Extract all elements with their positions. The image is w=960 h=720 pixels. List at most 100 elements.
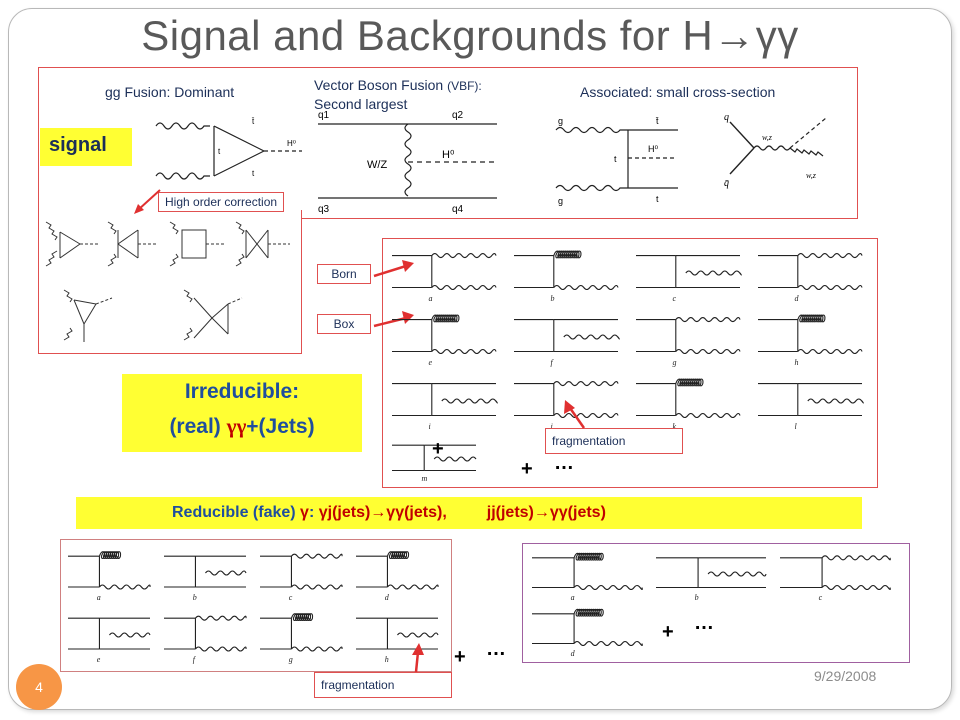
high-order-arrow: [134, 189, 161, 214]
vbf-q4: q4: [452, 204, 464, 214]
irreducible-label-line2: (real) γγ+(Jets): [169, 414, 315, 438]
diagram-letter: c: [819, 593, 823, 602]
reducible-left-diagram-h: h: [356, 617, 439, 664]
vbf-label-line2: Second largest: [314, 96, 408, 112]
irreducible-label-line1: Irreducible:: [184, 380, 300, 403]
reducible-right-diagram-d: d: [532, 608, 643, 658]
high-order-callout: High order correction: [158, 192, 285, 212]
gg-fusion-diagram: t̄ t t H⁰: [155, 117, 302, 180]
vbf-q3: q3: [318, 204, 330, 214]
diagram-letter: h: [795, 358, 799, 367]
fragmentation-callout-reducible: fragmentation: [314, 672, 452, 698]
hoc-diagram-1: [45, 221, 98, 267]
associated-label: Associated: small cross-section: [580, 84, 776, 100]
signal-badge-text: signal: [49, 134, 107, 156]
reducible-label-text: Reducible (fake) γ: γj(jets)→γγ(jets),jj…: [172, 504, 606, 521]
irreducible-diagram-b: b: [514, 250, 619, 303]
reducible-left-diagram-b: b: [164, 555, 247, 602]
diagram-letter: a: [97, 593, 101, 602]
diagram-letter: a: [429, 294, 433, 303]
slide-frame: [8, 8, 952, 710]
reducible-left-diagram-g: g: [260, 613, 343, 664]
irreducible-diagram-i: i: [392, 383, 498, 431]
tth-g-top: g: [558, 116, 563, 126]
reducible-left-ellipsis: …: [486, 638, 506, 660]
reducible-label-bar: Reducible (fake) γ: γj(jets)→γγ(jets),jj…: [76, 497, 862, 529]
diagram-letter: k: [673, 422, 677, 431]
reducible-right-diagrams: a b c d: [532, 552, 891, 658]
diagram-letter: g: [289, 655, 293, 664]
reducible-left-diagram-d: d: [356, 551, 439, 602]
reducible-right-diagram-c: c: [780, 555, 891, 602]
reducible-part2: jj(jets)→γγ(jets): [486, 504, 606, 521]
reducible-gamma: γ: [300, 504, 309, 521]
box-callout: Box: [317, 314, 371, 334]
reducible-right-diagram-b: b: [656, 557, 767, 602]
tth-t: t: [656, 194, 659, 204]
higher-order-diagrams: [45, 221, 290, 342]
reducible-left-diagram-e: e: [68, 617, 151, 664]
diagram-letter: a: [571, 593, 575, 602]
irreducible-diagram-d: d: [758, 253, 863, 303]
diagram-letter: j: [550, 422, 554, 431]
irreducible-diagram-e: e: [392, 314, 497, 367]
diagram-letter: b: [193, 593, 197, 602]
irreducible-label-box: Irreducible: (real) γγ+(Jets): [122, 374, 362, 452]
reducible-right-box: [522, 543, 910, 663]
diagram-letter: d: [385, 593, 390, 602]
vh-wz-out: w,z: [806, 171, 817, 180]
signal-badge: signal: [40, 128, 132, 166]
fragmentation-arrow-reducible: [412, 643, 424, 673]
slide-date: 9/29/2008: [814, 668, 877, 684]
vbf-wz: W/Z: [367, 159, 387, 171]
irreducible-diagram-g: g: [636, 317, 741, 367]
higher-order-box: [38, 210, 302, 354]
irreducible-diagram-c: c: [636, 255, 742, 303]
vh-qbar: q̄: [724, 178, 729, 189]
svg-text:H⁰: H⁰: [287, 139, 296, 148]
diagram-letter: e: [97, 655, 101, 664]
reducible-left-diagram-c: c: [260, 553, 343, 602]
irreducible-diagram-m: m: [392, 444, 477, 483]
diagram-letter: h: [385, 655, 389, 664]
vh-diagram: q q̄ w,z w,z: [724, 112, 827, 189]
diagram-letter: f: [193, 655, 197, 664]
vbf-h0: H⁰: [442, 149, 455, 161]
born-arrow: [373, 260, 414, 278]
tth-h0: H⁰: [648, 144, 658, 154]
diagram-letter: b: [695, 593, 699, 602]
irreducible-diagram-j: j: [514, 381, 619, 431]
irreducible-ellipsis: …: [554, 452, 574, 474]
vbf-label-line1: Vector Boson Fusion (VBF):: [314, 77, 482, 93]
vh-q: q: [724, 112, 729, 123]
vbf-q2: q2: [452, 110, 464, 121]
irreducible-diagram-a: a: [392, 253, 497, 303]
reducible-part1: γj(jets)→γγ(jets),: [318, 504, 447, 521]
diagram-letter: d: [795, 294, 800, 303]
reducible-left-box: [60, 539, 452, 672]
reducible-left-diagrams: a b c d e f g h: [68, 551, 439, 664]
tth-diagram: g g t̄ t t H⁰: [555, 116, 678, 206]
page-number-badge: 4: [16, 664, 62, 710]
irreducible-diagram-f: f: [514, 319, 620, 367]
diagram-letter: g: [673, 358, 677, 367]
reducible-right-plus: +: [662, 621, 674, 643]
svg-text:t: t: [218, 147, 221, 156]
diagram-letter: c: [289, 593, 293, 602]
irreducible-plus-1: +: [432, 438, 444, 460]
irreducible-gg: γγ: [226, 414, 247, 438]
vbf-q1: q1: [318, 110, 330, 121]
irreducible-diagram-h: h: [758, 314, 863, 367]
tth-g-bottom: g: [558, 196, 563, 206]
slide-title: Signal and Backgrounds for H→γγ: [141, 12, 799, 59]
fragmentation-callout-irreducible: fragmentation: [545, 428, 683, 454]
irreducible-plus-2: +: [521, 458, 533, 480]
tth-t-mid: t: [614, 154, 617, 164]
diagram-letter: l: [795, 422, 798, 431]
diagram-letter: c: [673, 294, 677, 303]
vbf-diagram: q1 q2 q3 q4 W/Z H⁰: [318, 110, 497, 214]
fragmentation-arrow-irreducible: [564, 400, 586, 429]
born-callout: Born: [317, 264, 371, 284]
vbf-label-paren: (VBF):: [447, 79, 482, 93]
